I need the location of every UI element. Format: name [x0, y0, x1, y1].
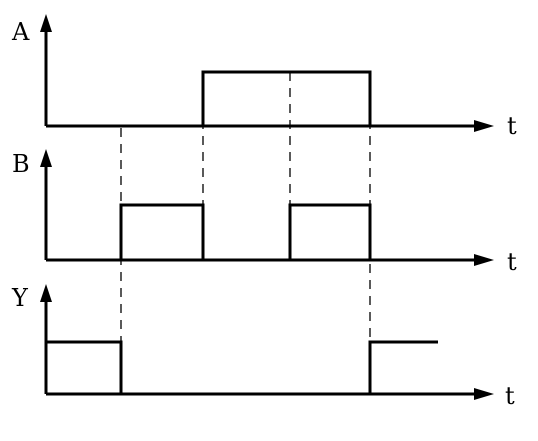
signal-b-label: B — [12, 150, 30, 178]
signal-b-time-label: t — [507, 248, 517, 276]
signal-y: Y t — [11, 284, 515, 410]
signal-a-time-label: t — [507, 112, 517, 140]
signal-y-level-arrow — [40, 284, 52, 302]
signal-b-time-arrow — [474, 254, 494, 266]
signal-a-label: A — [11, 18, 30, 46]
signal-y-label: Y — [11, 284, 29, 312]
signal-b: B t — [12, 149, 517, 276]
signal-a-waveform — [46, 70, 372, 128]
signal-y-waveform — [46, 340, 438, 396]
signal-b-waveform — [46, 203, 372, 262]
signal-a-time-arrow — [474, 120, 494, 132]
signal-y-time-label: t — [505, 382, 515, 410]
time-guides — [120, 72, 371, 394]
signal-a: A t — [11, 14, 517, 140]
signal-y-time-arrow — [474, 388, 494, 400]
signal-b-level-arrow — [40, 149, 52, 167]
signal-a-level-arrow — [40, 14, 52, 32]
